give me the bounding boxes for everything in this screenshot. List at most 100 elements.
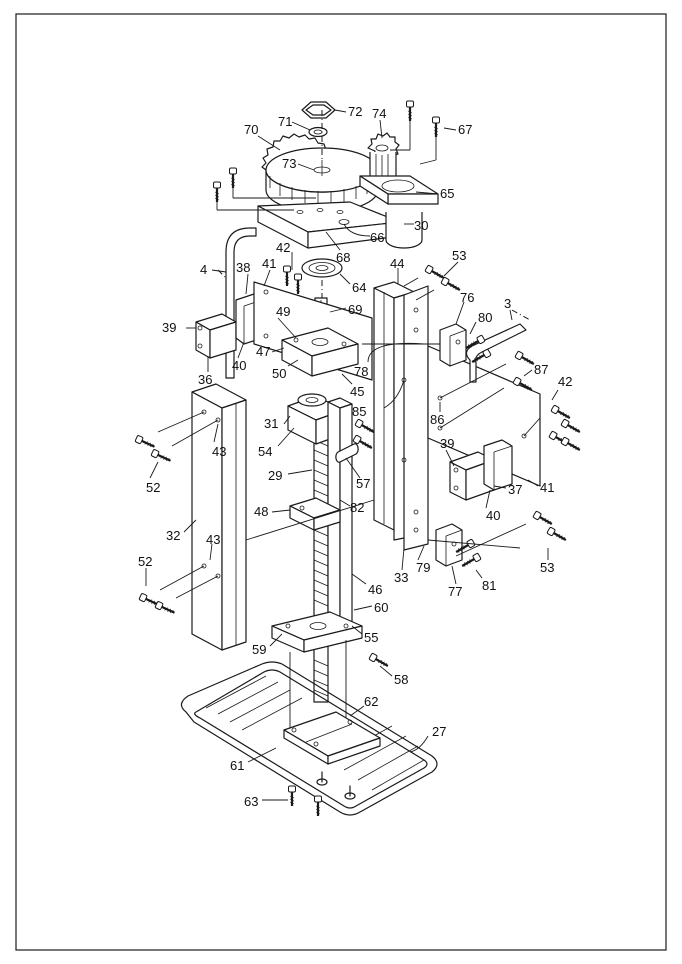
motor-30 <box>385 212 423 249</box>
callout-40-left: 40 <box>232 358 246 373</box>
screw-42a <box>282 264 292 288</box>
callout-3: 3 <box>504 296 511 311</box>
callout-72: 72 <box>348 104 362 119</box>
callout-80: 80 <box>478 310 492 325</box>
gear-base-plate <box>257 201 401 249</box>
callout-39-right: 39 <box>440 436 454 451</box>
nut-housing-45 <box>281 327 359 377</box>
callout-53-bottom: 53 <box>540 560 554 575</box>
callout-68: 68 <box>336 250 350 265</box>
callout-41-left: 41 <box>262 256 276 271</box>
callout-77: 77 <box>448 584 462 599</box>
bottom-block-59 <box>271 611 363 653</box>
callout-57: 57 <box>356 476 370 491</box>
pin-57 <box>335 443 359 463</box>
callout-29: 29 <box>268 468 282 483</box>
pinion-gear-74 <box>367 132 400 179</box>
bracket-76 <box>439 323 467 367</box>
callout-55: 55 <box>364 630 378 645</box>
washer-71 <box>308 126 328 138</box>
screw-53b <box>439 275 463 295</box>
bracket-77 <box>435 523 463 567</box>
callout-45: 45 <box>350 384 364 399</box>
large-gear-70 <box>261 133 379 213</box>
callout-74: 74 <box>372 106 386 121</box>
callout-70: 70 <box>244 122 258 137</box>
callout-64: 64 <box>352 280 366 295</box>
screw-58 <box>367 651 391 671</box>
callout-42-right: 42 <box>558 374 572 389</box>
screw-81b <box>459 551 483 571</box>
callout-52-top: 52 <box>146 480 160 495</box>
callout-37: 37 <box>508 482 522 497</box>
callout-60: 60 <box>374 600 388 615</box>
callout-43-top: 43 <box>212 444 226 459</box>
screw-63a <box>287 784 297 808</box>
callout-39-left: 39 <box>162 320 176 335</box>
screw-42c <box>549 403 573 423</box>
callout-30: 30 <box>414 218 428 233</box>
column-33 <box>373 281 429 551</box>
callout-54: 54 <box>258 444 272 459</box>
screw-63b <box>313 794 323 818</box>
screw-85a <box>353 417 377 437</box>
callout-87: 87 <box>534 362 548 377</box>
column-32 <box>191 383 247 651</box>
screw-42b <box>293 272 303 296</box>
callout-65: 65 <box>440 186 454 201</box>
callout-43-bottom: 43 <box>206 532 220 547</box>
callout-47: 47 <box>256 344 270 359</box>
leader-lines <box>145 109 559 801</box>
linear-block-36 <box>195 313 237 359</box>
screw-52b <box>149 448 174 466</box>
callout-40-right: 40 <box>486 508 500 523</box>
callout-86: 86 <box>430 412 444 427</box>
middle-block-48 <box>289 497 341 531</box>
screw-68a <box>228 166 238 190</box>
bearing-64 <box>301 258 343 278</box>
callout-61: 61 <box>230 758 244 773</box>
callout-78: 78 <box>354 364 368 379</box>
motor-bracket-65 <box>359 175 439 205</box>
callout-59: 59 <box>252 642 266 657</box>
callout-36: 36 <box>198 372 212 387</box>
hex-nut-72 <box>301 101 336 119</box>
screw-68b <box>212 180 222 204</box>
screw-52d <box>153 600 178 618</box>
screw-52a <box>133 434 158 452</box>
callout-73: 73 <box>282 156 296 171</box>
callout-66: 66 <box>370 230 384 245</box>
ball-screw-29 <box>313 419 329 703</box>
rail-clamp-40 <box>483 439 513 491</box>
callout-63: 63 <box>244 794 258 809</box>
callout-33: 33 <box>394 570 408 585</box>
callout-41-right: 41 <box>540 480 554 495</box>
callout-48: 48 <box>254 504 268 519</box>
callout-76: 76 <box>460 290 474 305</box>
sheet-border <box>15 13 667 951</box>
screw-42f <box>559 435 583 455</box>
screw-87a <box>513 349 537 369</box>
callout-50: 50 <box>272 366 286 381</box>
callout-82: 82 <box>350 500 364 515</box>
cable-duct-3 <box>465 323 527 383</box>
screw-67a <box>405 99 415 123</box>
callout-62: 62 <box>364 694 378 709</box>
screw-53d <box>545 525 569 545</box>
axis-line <box>511 309 531 321</box>
screw-53a <box>423 263 447 283</box>
screw-53c <box>531 509 555 529</box>
callout-labels: 72 71 74 67 70 73 65 30 66 68 42 4 38 41… <box>138 104 572 809</box>
screw-67b <box>431 115 441 139</box>
callout-67: 67 <box>458 122 472 137</box>
callout-53-top: 53 <box>452 248 466 263</box>
callout-32: 32 <box>166 528 180 543</box>
callout-79: 79 <box>416 560 430 575</box>
callout-69: 69 <box>348 302 362 317</box>
callout-85: 85 <box>352 404 366 419</box>
callout-81: 81 <box>482 578 496 593</box>
callout-46: 46 <box>368 582 382 597</box>
callout-42-top: 42 <box>276 240 290 255</box>
callout-4: 4 <box>200 262 207 277</box>
